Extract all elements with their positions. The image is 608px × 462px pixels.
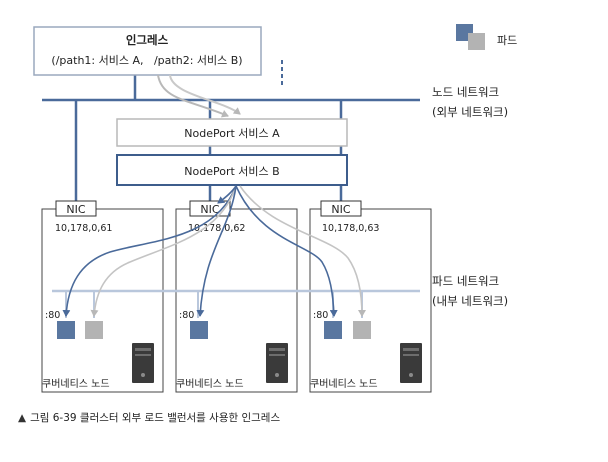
service-b-label: NodePort 서비스 B bbox=[184, 165, 279, 178]
node-name-1: 쿠버네티스 노드 bbox=[42, 378, 110, 390]
pod-blue-node3 bbox=[324, 321, 342, 339]
route-to-node2-blue-pod bbox=[196, 185, 237, 317]
node-box-1 bbox=[41, 208, 164, 393]
ingress-paths: (/path1: 서비스 A, /path2: 서비스 B) bbox=[51, 54, 242, 67]
pod-blue-node2 bbox=[190, 321, 208, 339]
figure-caption: ▲그림 6-39 클러스터 외부 로드 밸런서를 사용한 인그레스 bbox=[18, 410, 280, 425]
route-to-node1-gray-pod bbox=[90, 185, 237, 317]
node-network-label: 노드 네트워크 bbox=[432, 85, 499, 99]
server-icon bbox=[266, 343, 288, 383]
nic-label-2: NIC bbox=[200, 203, 219, 216]
pod-network-label: 파드 네트워크 bbox=[432, 274, 499, 288]
route-to-node2-nic bbox=[217, 185, 237, 204]
route-to-node3-gray-pod bbox=[239, 185, 366, 317]
node-network-sublabel: (외부 네트워크) bbox=[432, 105, 508, 119]
legend-pod-label: 파드 bbox=[497, 34, 517, 47]
route-to-node1-blue-pod bbox=[62, 185, 237, 317]
pod-port-3: :80 bbox=[313, 310, 328, 321]
pod-blue-node1 bbox=[57, 321, 75, 339]
pod-port-1: :80 bbox=[45, 310, 60, 321]
service-b-box bbox=[116, 154, 348, 186]
route-to-node3-blue-pod bbox=[235, 185, 338, 317]
ingress-to-service-b-arrow bbox=[169, 74, 241, 115]
node-box-3 bbox=[309, 208, 432, 393]
node-ip-3: 10,178,0,63 bbox=[322, 223, 379, 234]
node-box-2 bbox=[175, 208, 298, 393]
server-icon bbox=[132, 343, 154, 383]
node-name-3: 쿠버네티스 노드 bbox=[310, 378, 378, 390]
nic-label-3: NIC bbox=[331, 203, 350, 216]
pod-gray-node3 bbox=[353, 321, 371, 339]
node-ip-2: 10,178,0,62 bbox=[188, 223, 245, 234]
nic-box-1 bbox=[55, 200, 97, 217]
service-a-box bbox=[116, 118, 348, 147]
caption-marker: ▲ bbox=[18, 412, 27, 424]
legend-pod-gray bbox=[468, 33, 485, 50]
pod-gray-node1 bbox=[85, 321, 103, 339]
pod-port-2: :80 bbox=[179, 310, 194, 321]
server-icon bbox=[400, 343, 422, 383]
node-ip-1: 10,178,0,61 bbox=[55, 223, 112, 234]
caption-text: 그림 6-39 클러스터 외부 로드 밸런서를 사용한 인그레스 bbox=[30, 412, 281, 424]
service-a-label: NodePort 서비스 A bbox=[184, 127, 280, 140]
nic-box-2 bbox=[189, 200, 231, 217]
ingress-to-service-a-arrow bbox=[157, 74, 229, 118]
node-name-2: 쿠버네티스 노드 bbox=[176, 378, 244, 390]
pod-network-sublabel: (내부 네트워크) bbox=[432, 294, 508, 308]
ingress-box bbox=[33, 26, 262, 76]
ingress-title: 인그레스 bbox=[126, 33, 169, 47]
nic-label-1: NIC bbox=[66, 203, 85, 216]
nic-box-3 bbox=[320, 200, 362, 217]
